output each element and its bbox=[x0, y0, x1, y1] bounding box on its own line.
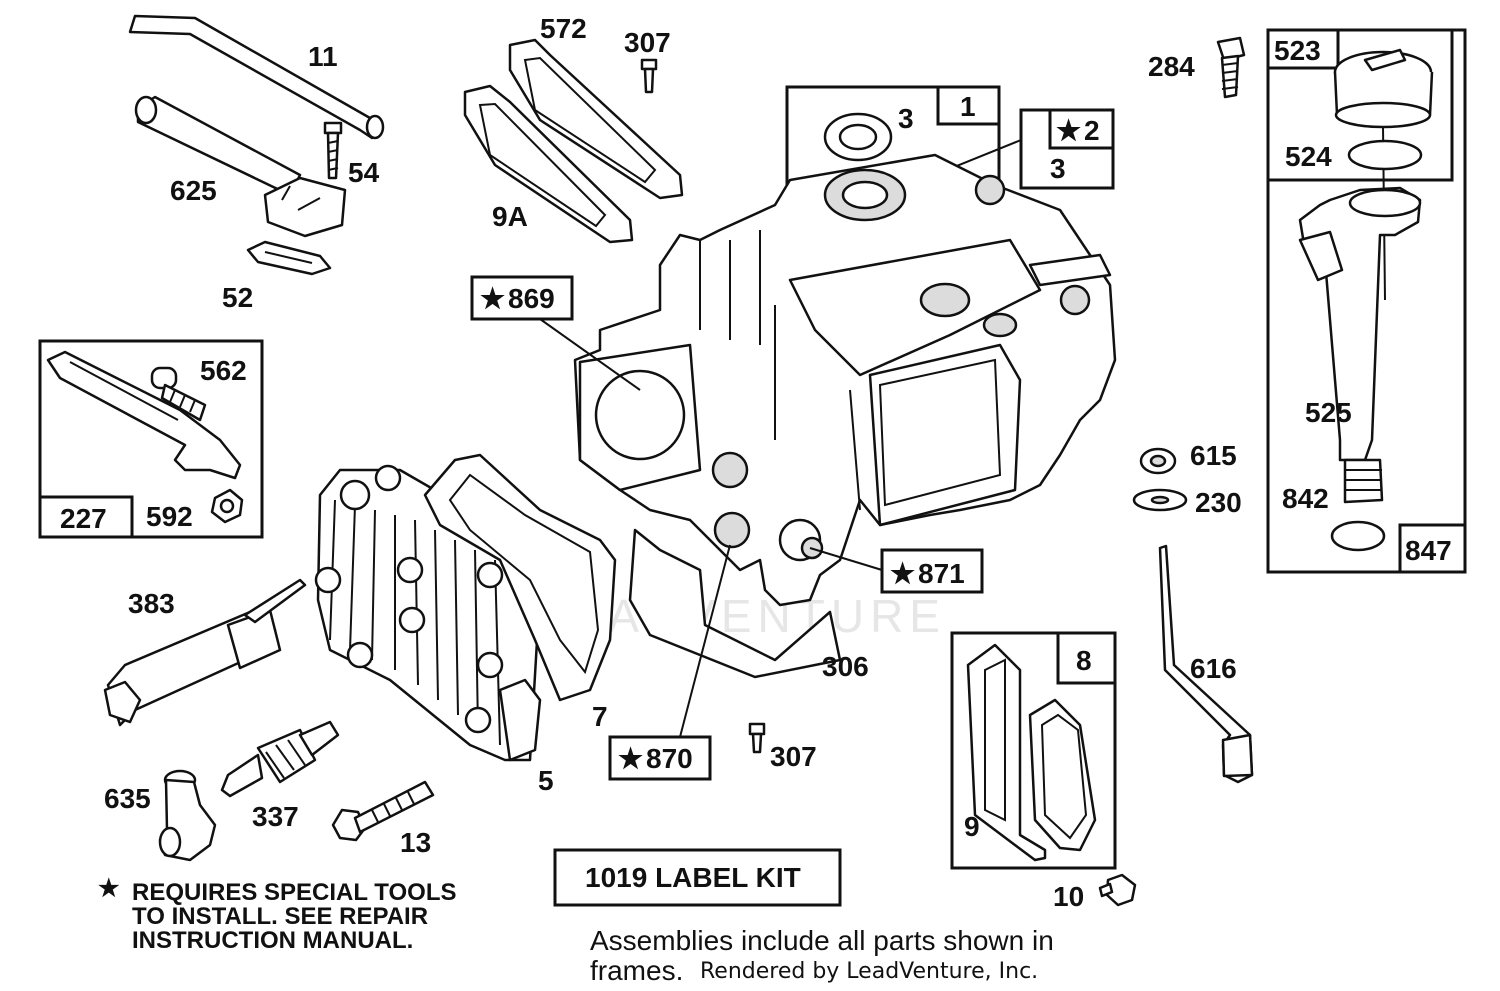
callout-11: 11 bbox=[308, 41, 338, 72]
callout-592: 592 bbox=[146, 501, 193, 532]
part-13-bolt[interactable] bbox=[331, 780, 435, 842]
frame-assembly-8 bbox=[950, 631, 1117, 870]
callout-7: 7 bbox=[592, 701, 608, 732]
callout-2-star: ★ bbox=[1056, 115, 1081, 146]
footer-credit: Rendered by LeadVenture, Inc. bbox=[700, 959, 1038, 984]
callout-870-star: ★ bbox=[618, 743, 643, 774]
callout-870: 870 bbox=[646, 743, 693, 774]
callout-9: 9 bbox=[964, 811, 980, 842]
note-line-2: TO INSTALL. SEE REPAIR bbox=[132, 903, 428, 930]
part-284-bolt[interactable] bbox=[1216, 36, 1246, 99]
part-307-bolt-lower[interactable] bbox=[748, 722, 766, 754]
callout-306: 306 bbox=[822, 651, 869, 682]
note-line-3: INSTRUCTION MANUAL. bbox=[132, 927, 413, 954]
part-842-o-ring[interactable] bbox=[1330, 458, 1386, 552]
part-52-gasket[interactable] bbox=[246, 240, 332, 276]
callout-10: 10 bbox=[1053, 881, 1084, 912]
frame-callout-2 bbox=[1048, 108, 1115, 150]
frame-assembly-523 bbox=[1266, 28, 1454, 182]
label-kit-box: 1019 LABEL KIT bbox=[553, 848, 842, 907]
callout-230: 230 bbox=[1195, 487, 1242, 518]
part-10-screw[interactable] bbox=[1098, 873, 1137, 907]
part-11-breather-tube[interactable] bbox=[128, 14, 385, 140]
part-635-plug-boot[interactable] bbox=[158, 769, 217, 862]
part-625-housing[interactable] bbox=[263, 176, 347, 238]
part-9a-gasket[interactable] bbox=[463, 84, 634, 244]
callout-13: 13 bbox=[400, 827, 431, 858]
callout-52: 52 bbox=[222, 282, 253, 313]
frame-callout-523 bbox=[1266, 28, 1340, 70]
callout-616: 616 bbox=[1190, 653, 1237, 684]
part-8-breather-cover[interactable] bbox=[1028, 698, 1097, 852]
frame-callout-227 bbox=[38, 495, 134, 539]
note-star: ★ bbox=[98, 875, 120, 902]
callout-227: 227 bbox=[60, 503, 107, 534]
callout-842: 842 bbox=[1282, 483, 1329, 514]
callout-869 bbox=[470, 275, 641, 391]
callout-2: 2 bbox=[1084, 115, 1100, 146]
callout-337: 337 bbox=[252, 801, 299, 832]
frame-assembly-227 bbox=[38, 339, 264, 539]
part-615-seal[interactable] bbox=[1139, 447, 1177, 475]
callout-307-top: 307 bbox=[624, 27, 671, 58]
part-307-bolt-top[interactable] bbox=[640, 58, 658, 94]
part-572-gasket[interactable] bbox=[508, 38, 684, 200]
callout-523: 523 bbox=[1274, 35, 1321, 66]
callout-5: 5 bbox=[538, 765, 554, 796]
label-kit-text: 1019 LABEL KIT bbox=[585, 862, 801, 893]
callout-625: 625 bbox=[170, 175, 217, 206]
callout-615: 615 bbox=[1190, 440, 1237, 471]
footer-line-2: frames. bbox=[590, 955, 683, 986]
callout-9a: 9A bbox=[492, 201, 528, 232]
part-523-oil-fill-cap[interactable] bbox=[1333, 48, 1434, 301]
part-9-gasket[interactable] bbox=[966, 643, 1047, 862]
callout-869-star: ★ bbox=[480, 283, 505, 314]
part-616-dipstick[interactable] bbox=[1158, 544, 1254, 784]
callout-562: 562 bbox=[200, 355, 247, 386]
callout-635: 635 bbox=[104, 783, 151, 814]
part-306-shroud[interactable] bbox=[628, 528, 842, 679]
callout-871 bbox=[809, 547, 984, 594]
callout-307-lower: 307 bbox=[770, 741, 817, 772]
callout-8: 8 bbox=[1076, 645, 1092, 676]
part-562-bolt[interactable] bbox=[150, 366, 207, 422]
part-227-governor-lever[interactable] bbox=[46, 350, 242, 480]
part-3-oil-seal[interactable] bbox=[823, 112, 893, 162]
special-tools-note: ★ REQUIRES SPECIAL TOOLS TO INSTALL. SEE… bbox=[98, 875, 457, 954]
callout-871-star: ★ bbox=[890, 558, 915, 589]
part-524-o-ring[interactable] bbox=[1347, 139, 1423, 171]
part-625-tube[interactable] bbox=[134, 95, 302, 197]
part-525-dipstick-tube[interactable] bbox=[1298, 186, 1422, 462]
part-230-washer[interactable] bbox=[1132, 488, 1188, 512]
callout-871: 871 bbox=[918, 558, 965, 589]
frame-callout-8 bbox=[1056, 631, 1117, 685]
part-7-head-gasket[interactable] bbox=[423, 453, 617, 702]
callout-525: 525 bbox=[1305, 397, 1352, 428]
callout-383: 383 bbox=[128, 588, 175, 619]
callout-524: 524 bbox=[1285, 141, 1332, 172]
frame-callout-847 bbox=[1398, 523, 1467, 574]
part-1-cylinder-block[interactable] bbox=[573, 153, 1117, 607]
callout-869: 869 bbox=[508, 283, 555, 314]
callout-847: 847 bbox=[1405, 535, 1452, 566]
callout-1: 1 bbox=[960, 91, 976, 122]
part-592-nut[interactable] bbox=[210, 488, 244, 524]
callout-284: 284 bbox=[1148, 51, 1195, 82]
part-383-tool[interactable] bbox=[103, 578, 307, 727]
note-line-1: REQUIRES SPECIAL TOOLS bbox=[132, 879, 457, 906]
callout-54: 54 bbox=[348, 157, 380, 188]
part-337-spark-plug[interactable] bbox=[220, 720, 340, 798]
callout-572: 572 bbox=[540, 13, 587, 44]
callout-3-top: 3 bbox=[898, 103, 914, 134]
callout-870 bbox=[608, 544, 731, 781]
footer-line-1: Assemblies include all parts shown in bbox=[590, 925, 1054, 956]
callout-3-box: 3 bbox=[1050, 153, 1066, 184]
frame-callout-1 bbox=[936, 85, 1001, 126]
part-54-bolt[interactable] bbox=[323, 121, 343, 180]
